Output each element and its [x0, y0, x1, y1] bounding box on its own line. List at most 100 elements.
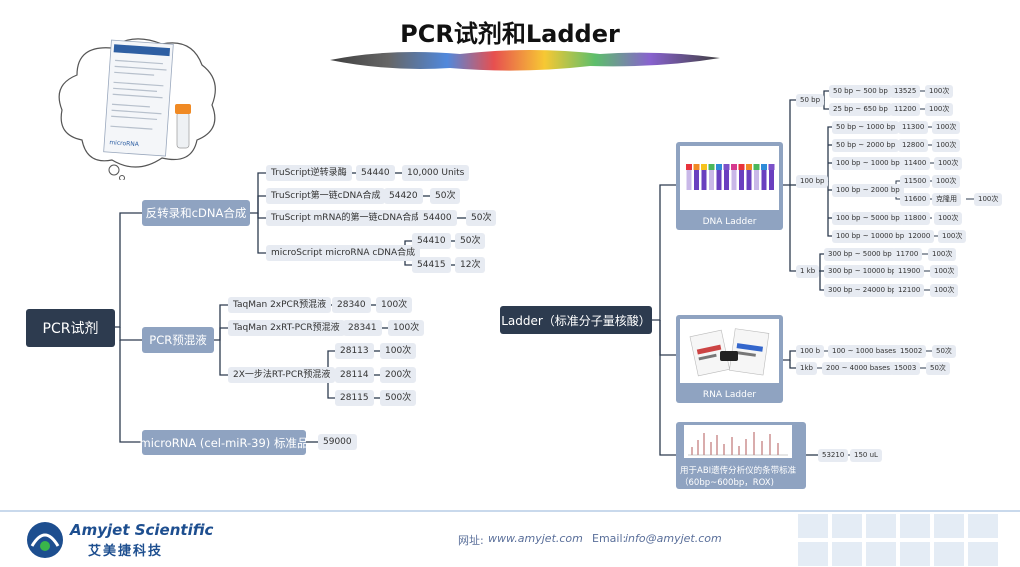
- footer-divider: [0, 510, 1020, 512]
- company-name-cn: 艾美捷科技: [88, 544, 164, 559]
- catalog-code: 11800: [900, 212, 931, 225]
- package-spec: 50次: [466, 210, 497, 226]
- catalog-code: 54410: [412, 233, 451, 249]
- catalog-code: 28113: [335, 343, 374, 359]
- catalog-code: 11200: [890, 103, 921, 116]
- cloning-use-label: 克隆用: [932, 193, 961, 206]
- catalog-code: 28341: [343, 320, 382, 336]
- package-spec: 150 uL: [850, 449, 882, 462]
- ladder-range: 300 bp ~ 24000 bp: [824, 284, 901, 297]
- ladder-group-label: 100 bp: [796, 175, 829, 188]
- ladder-range: 50 bp ~ 500 bp: [829, 85, 892, 98]
- dna-ladder-card[interactable]: DNA Ladder: [676, 142, 783, 230]
- pcr-premix-branch[interactable]: PCR预混液: [142, 327, 214, 353]
- catalog-code: 59000: [318, 434, 357, 450]
- catalog-code: 54415: [412, 257, 451, 273]
- catalog-code: 11700: [892, 248, 923, 261]
- ladder-range: 50 bp ~ 2000 bp: [832, 139, 900, 152]
- package-spec: 100次: [932, 175, 961, 188]
- email-link[interactable]: info@amyjet.com: [625, 532, 722, 545]
- ladder-range: 100 bp ~ 5000 bp: [832, 212, 904, 225]
- package-spec: 100次: [376, 297, 413, 313]
- package-spec: 100次: [928, 248, 957, 261]
- ladder-group-label: 1 kb: [796, 265, 820, 278]
- ladder-group-label: 100 b: [796, 345, 825, 358]
- mirna-standard-branch[interactable]: microRNA (cel-miR-39) 标准品: [140, 430, 308, 455]
- truscript-mrna-item[interactable]: TruScript mRNA的第一链cDNA合成: [266, 210, 426, 226]
- package-spec: 100次: [930, 284, 959, 297]
- one-step-rtpcr-item[interactable]: 2X一步法RT-PCR预混液: [228, 367, 336, 383]
- catalog-code: 54400: [418, 210, 457, 226]
- ladder-range: 300 bp ~ 10000 bp: [824, 265, 901, 278]
- ladder-group-label: 50 bp: [796, 94, 825, 107]
- package-spec: 100次: [932, 139, 961, 152]
- catalog-code: 11400: [900, 157, 931, 170]
- package-spec: 100次: [932, 121, 961, 134]
- truscript-rt-item[interactable]: TruScript逆转录酶: [266, 165, 352, 181]
- ladder-range: 100 ~ 1000 bases: [828, 345, 901, 358]
- package-spec: 100次: [388, 320, 425, 336]
- catalog-code: 11300: [898, 121, 929, 134]
- catalog-code: 53210: [818, 449, 849, 462]
- website-link[interactable]: www.amyjet.com: [488, 532, 583, 545]
- package-spec: 50次: [926, 362, 950, 375]
- rna-ladder-card[interactable]: RNA Ladder: [676, 315, 783, 403]
- catalog-code: 54420: [384, 188, 423, 204]
- package-spec: 50次: [430, 188, 461, 204]
- catalog-code: 11600: [900, 193, 931, 206]
- package-spec: 500次: [380, 390, 417, 406]
- dna-ladder-caption: DNA Ladder: [702, 217, 757, 227]
- paint-brush-decoration: [330, 50, 720, 71]
- svg-text:microRNA: microRNA: [109, 139, 140, 148]
- website-label: 网址:: [458, 534, 484, 547]
- catalog-code: 15002: [896, 345, 927, 358]
- electropherogram-image: [684, 425, 792, 458]
- rna-ladder-package-image: [680, 319, 779, 383]
- taqman-rtpcr-item[interactable]: TaqMan 2xRT-PCR预混液: [228, 320, 345, 336]
- catalog-code: 12000: [904, 230, 935, 243]
- catalog-code: 11500: [900, 175, 931, 188]
- dna-ladder-tubes-image: [680, 146, 779, 210]
- truscript-first-strand-item[interactable]: TruScript第一链cDNA合成: [266, 188, 386, 204]
- catalog-code: 11900: [894, 265, 925, 278]
- package-spec: 100次: [925, 85, 954, 98]
- package-spec: 50次: [455, 233, 486, 249]
- ladder-range: 100 bp ~ 2000 bp: [832, 184, 904, 197]
- package-spec: 100次: [934, 212, 963, 225]
- ladder-range: 200 ~ 4000 bases: [822, 362, 895, 375]
- company-name-en: Amyjet Scientific: [70, 521, 214, 539]
- taqman-pcr-item[interactable]: TaqMan 2xPCR预混液: [228, 297, 332, 313]
- catalog-code: 15003: [890, 362, 921, 375]
- catalog-code: 54440: [356, 165, 395, 181]
- package-spec: 12次: [455, 257, 486, 273]
- catalog-code: 13525: [890, 85, 921, 98]
- catalog-code: 28115: [335, 390, 374, 406]
- decorative-tiles: [798, 514, 998, 566]
- catalog-code: 12800: [898, 139, 929, 152]
- ladder-group-label: 1kb: [796, 362, 817, 375]
- ladder-range: 100 bp ~ 1000 bp: [832, 157, 904, 170]
- catalog-code: 28340: [332, 297, 371, 313]
- ladder-range: 300 bp ~ 5000 bp: [824, 248, 896, 261]
- abi-standard-caption: 用于ABI遗传分析仪的条带标准（60bp~600bp，ROX): [680, 466, 797, 488]
- package-spec: 50次: [932, 345, 956, 358]
- ladder-root[interactable]: Ladder（标准分子量核酸）: [500, 306, 652, 334]
- package-spec: 100次: [930, 265, 959, 278]
- rt-cdna-branch[interactable]: 反转录和cDNA合成: [142, 200, 250, 226]
- company-logo-icon: [27, 522, 63, 558]
- catalog-code: 12100: [894, 284, 925, 297]
- abi-standard-card[interactable]: 用于ABI遗传分析仪的条带标准（60bp~600bp，ROX): [676, 422, 806, 489]
- rna-ladder-caption: RNA Ladder: [702, 390, 757, 400]
- microscript-item[interactable]: microScript microRNA cDNA合成: [266, 245, 421, 261]
- package-spec: 100次: [925, 103, 954, 116]
- package-spec: 10,000 Units: [402, 165, 470, 181]
- catalog-code: 28114: [335, 367, 374, 383]
- ladder-range: 100 bp ~ 10000 bp: [832, 230, 909, 243]
- package-spec: 100次: [934, 157, 963, 170]
- package-spec: 100次: [974, 193, 1003, 206]
- page-title: PCR试剂和Ladder: [400, 20, 620, 48]
- pcr-reagents-root[interactable]: PCR试剂: [26, 309, 115, 347]
- ladder-range: 25 bp ~ 650 bp: [829, 103, 892, 116]
- package-spec: 100次: [380, 343, 417, 359]
- email-label: Email:: [592, 532, 627, 545]
